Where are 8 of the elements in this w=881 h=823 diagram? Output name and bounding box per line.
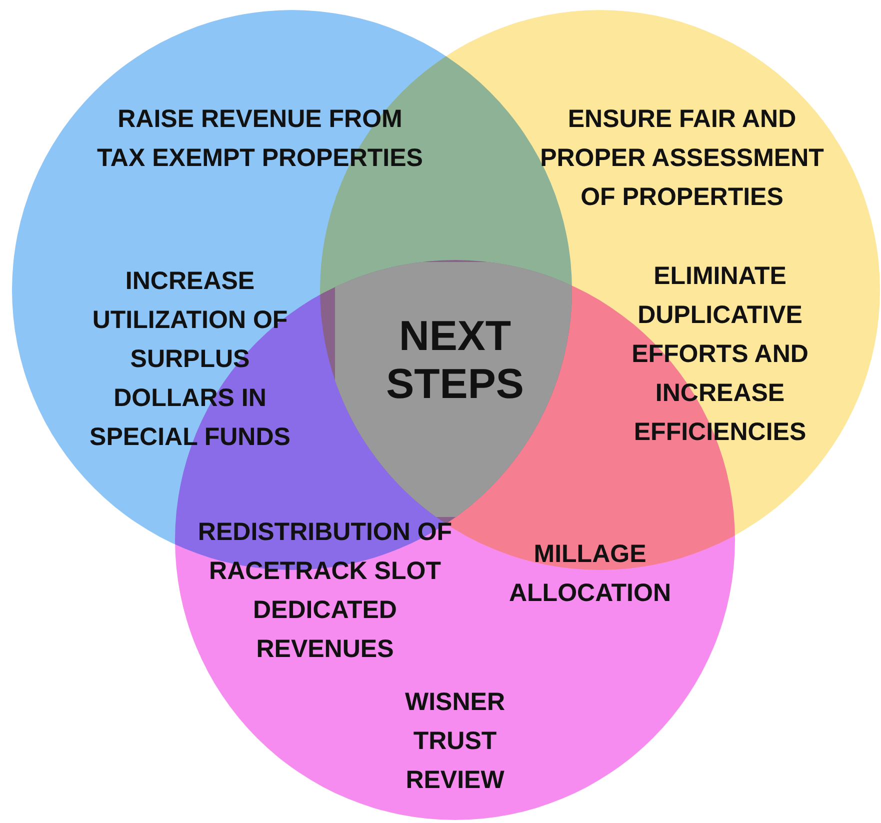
venn-label: WISNER TRUST REVIEW: [404, 687, 506, 796]
venn-label: REDISTRIBUTION OF RACETRACK SLOT DEDICATED REVENUES: [196, 517, 454, 665]
venn-label: ELIMINATE DUPLICATIVE EFFORTS AND INCREASE EFFICIENCIES: [630, 261, 810, 448]
venn-label: ENSURE FAIR AND PROPER ASSESSMENT OF PROPERTIES: [539, 104, 825, 213]
center-title: NEXT STEPS: [385, 312, 525, 408]
venn-label: RAISE REVENUE FROM TAX EXEMPT PROPERTIES: [96, 104, 424, 174]
venn-label: INCREASE UTILIZATION OF SURPLUS DOLLARS IN SPECIAL FUNDS: [88, 266, 292, 453]
venn-label: MILLAGE ALLOCATION: [508, 539, 672, 609]
